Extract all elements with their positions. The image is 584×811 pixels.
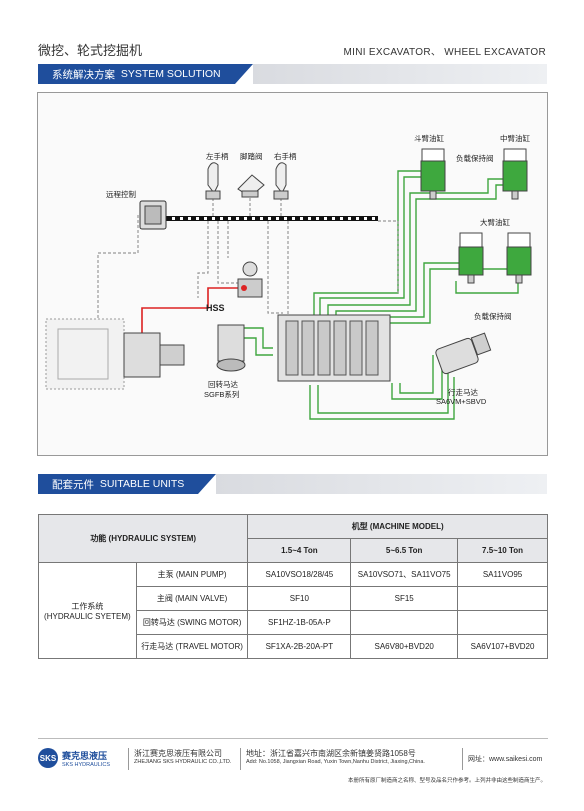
company-name: 浙江赛克思液压有限公司 ZHEJIANG SKS HYDRAULIC CO.,L…	[134, 748, 231, 765]
system-label-cell: 工作系统 (HYDRAULIC SYETEM)	[38, 562, 137, 659]
right-handle-icon	[273, 162, 289, 200]
label-travel-motor-model: SA6VM+SBVD	[436, 397, 487, 406]
table-cell: SA6V107+BVD20	[457, 634, 548, 659]
company-logo: SKS 赛克思液压 SKS HYDRAULICS	[38, 748, 110, 768]
label-load-holding-valve-top: 负载保持阀	[456, 154, 494, 163]
table-row: 行走马达 (TRAVEL MOTOR) SF1XA-2B-20A-PT SA6V…	[39, 634, 548, 659]
middle-arm-cylinder-icon	[502, 148, 528, 200]
table-row: 主阀 (MAIN VALVE) SF10 SF15	[39, 586, 548, 611]
table-cell: SF1XA-2B-20A-PT	[247, 634, 352, 659]
table-cell: SA10VSO71、SA11VO75	[350, 562, 459, 587]
function-header: 功能 (HYDRAULIC SYSTEM)	[37, 514, 249, 563]
bucket-cylinder-icon	[420, 148, 446, 200]
brand-en: SKS HYDRAULICS	[62, 761, 110, 768]
section-title-en: SYSTEM SOLUTION	[120, 68, 221, 80]
table-cell	[457, 610, 548, 635]
table-cell: SF1HZ-1B-05A-P	[247, 610, 352, 635]
label-travel-motor: 行走马达	[448, 388, 478, 397]
ton-header: 1.5~4 Ton	[247, 538, 352, 563]
section-header-system-solution: 系统解决方案 SYSTEM SOLUTION	[38, 64, 547, 84]
page-title-cn: 微挖、轮式挖掘机	[38, 43, 143, 58]
label-remote-control: 远程控制	[106, 190, 136, 199]
label-load-holding-valve-bottom: 负载保持阀	[474, 312, 512, 321]
footer-divider	[38, 738, 548, 739]
hydraulic-schematic	[45, 148, 532, 420]
label-swing-motor: 回转马达	[208, 380, 238, 389]
company-cn: 浙江赛克思液压有限公司	[134, 749, 222, 758]
table-cell: SA6V80+BVD20	[350, 634, 459, 659]
system-label-en: (HYDRAULIC SYETEM)	[44, 611, 131, 621]
table-cell: SF10	[247, 586, 352, 611]
section-title-cn: 系统解决方案	[52, 68, 115, 81]
label-foot-valve: 脚踏阀	[240, 152, 263, 161]
section-title-en: SUITABLE UNITS	[99, 478, 185, 490]
swing-motor-icon	[216, 324, 246, 372]
label-big-arm-cylinder: 大臂油缸	[480, 218, 510, 227]
remote-control-unit	[139, 200, 167, 230]
suitable-units-table: 功能 (HYDRAULIC SYSTEM) 机型 (MACHINE MODEL)…	[37, 514, 548, 659]
system-label-cn: 工作系统	[71, 601, 104, 611]
label-bucket-cylinder: 斗臂油缸	[414, 134, 444, 143]
pilot-bus-bar	[166, 216, 378, 221]
table-cell	[350, 610, 459, 635]
table-row: 工作系统 (HYDRAULIC SYETEM) 主泵 (MAIN PUMP) S…	[38, 562, 548, 659]
main-pump-icon	[123, 332, 185, 378]
table-cell: SA10VSO18/28/45	[247, 562, 352, 587]
pilot-lines	[97, 193, 399, 323]
ton-header: 7.5~10 Ton	[457, 538, 548, 563]
hydraulic-lines	[224, 170, 519, 420]
big-arm-cylinder-right-icon	[506, 232, 532, 284]
page-title-en: MINI EXCAVATOR、 WHEEL EXCAVATOR	[343, 47, 546, 58]
ton-header: 5~6.5 Ton	[350, 538, 459, 563]
table-cell	[457, 586, 548, 611]
row-name: 主阀 (MAIN VALVE)	[135, 586, 249, 611]
model-header: 机型 (MACHINE MODEL)	[247, 514, 548, 539]
table-cell: SF15	[350, 586, 459, 611]
label-right-handle: 右手柄	[274, 152, 297, 161]
table-row: 回转马达 (SWING MOTOR) SF1HZ-1B-05A-P	[39, 610, 548, 635]
brand-cn: 赛克思液压	[62, 750, 108, 761]
section-title-cn: 配套元件	[52, 478, 94, 491]
row-name: 行走马达 (TRAVEL MOTOR)	[135, 634, 249, 659]
left-handle-icon	[205, 162, 221, 200]
table-cell: SA11VO95	[457, 562, 548, 587]
disclaimer-notice: 本册所有原厂制造商之名称、型号及品名只作参考。上列并非由这些制造商生产。	[347, 778, 546, 784]
system-diagram: 远程控制 左手柄 脚踏阀 右手柄 斗臂油缸 中臂油缸 负载保持阀 大臂油缸 负载…	[37, 92, 548, 456]
label-middle-arm-cylinder: 中臂油缸	[500, 134, 530, 143]
logo-mark: SKS	[38, 748, 58, 768]
website-link[interactable]: 网址：www.saikesi.com	[468, 756, 543, 763]
section-header-suitable-units: 配套元件 SUITABLE UNITS	[38, 474, 547, 494]
travel-motor-icon	[435, 332, 492, 375]
main-valve-icon	[277, 314, 391, 382]
company-en: ZHEJIANG SKS HYDRAULIC CO.,LTD.	[134, 759, 232, 765]
label-hss: HSS	[206, 303, 225, 313]
row-name: 主泵 (MAIN PUMP)	[135, 562, 249, 587]
address-en: Add: No.1058, Jiangxian Road, Yuxin Town…	[246, 759, 425, 765]
company-address: 地址：浙江省嘉兴市南湖区余新镇姜贤路1058号 Add: No.1058, Ji…	[246, 748, 425, 765]
row-name: 回转马达 (SWING MOTOR)	[135, 610, 249, 635]
label-swing-motor-series: SGFB系列	[204, 390, 240, 399]
big-arm-cylinder-left-icon	[458, 232, 484, 284]
engine-icon	[45, 318, 125, 390]
address-cn: 地址：浙江省嘉兴市南湖区余新镇姜贤路1058号	[246, 749, 416, 758]
foot-valve-icon	[237, 174, 265, 198]
label-left-handle: 左手柄	[206, 152, 229, 161]
hss-valve-icon	[237, 261, 263, 298]
